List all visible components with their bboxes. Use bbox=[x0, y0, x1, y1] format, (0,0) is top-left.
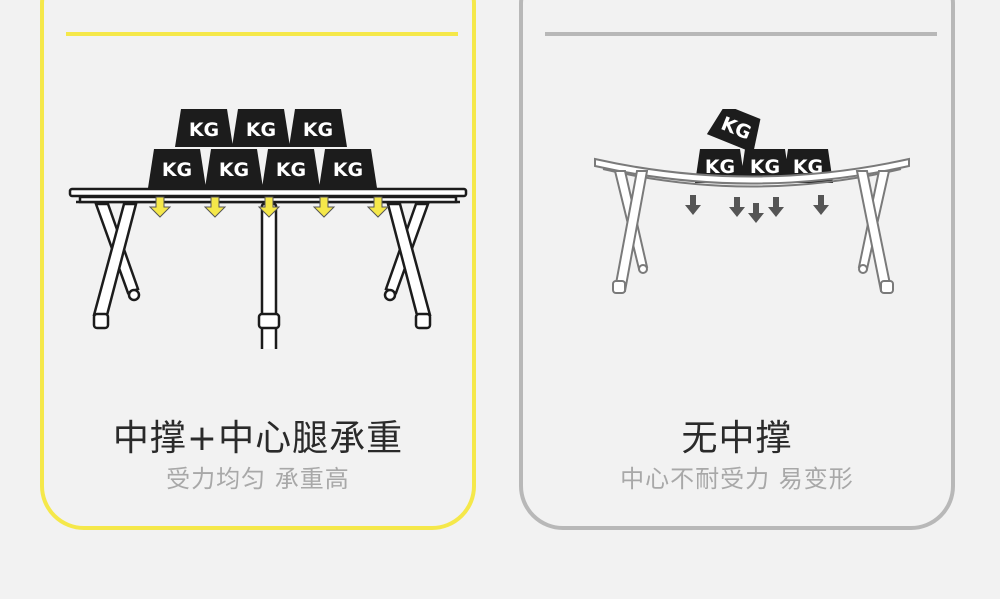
table-with-center-leg-illustration: KG KG KG KG KG KG KG bbox=[68, 109, 468, 349]
card-subtitle: 受力均匀 承重高 bbox=[166, 465, 350, 493]
svg-text:KG: KG bbox=[162, 159, 192, 181]
table-without-center-leg-illustration: KG KG KG KG bbox=[594, 109, 910, 294]
table-leg-right bbox=[383, 202, 432, 330]
svg-text:KG: KG bbox=[750, 156, 780, 178]
weight-block-icon: KG bbox=[175, 109, 233, 147]
table-leg-left bbox=[612, 170, 649, 294]
weight-block-icon: KG bbox=[205, 149, 263, 188]
svg-text:KG: KG bbox=[246, 119, 276, 141]
comparison-card-with-center-support: KG KG KG KG KG KG KG bbox=[40, 0, 476, 530]
card-title: 无中撑 bbox=[681, 418, 793, 459]
table-leg-left bbox=[92, 202, 141, 330]
svg-text:KG: KG bbox=[303, 119, 333, 141]
weight-block-icon: KG bbox=[262, 149, 320, 188]
weight-block-icon: KG bbox=[289, 109, 347, 147]
weight-block-icon: KG bbox=[232, 109, 290, 147]
weight-block-icon: KG bbox=[148, 149, 206, 188]
down-arrow-icon bbox=[366, 196, 390, 218]
weight-block-icon: KG bbox=[706, 109, 761, 153]
card-title: 中撑+中心腿承重 bbox=[112, 418, 404, 459]
table-leg-center bbox=[257, 202, 281, 349]
svg-text:KG: KG bbox=[189, 119, 219, 141]
down-arrow-icon bbox=[768, 197, 784, 217]
down-arrow-icon bbox=[312, 196, 336, 218]
svg-text:KG: KG bbox=[793, 156, 823, 178]
svg-text:KG: KG bbox=[219, 159, 249, 181]
down-arrow-icon bbox=[203, 196, 227, 218]
down-arrow-icon bbox=[257, 196, 281, 218]
down-arrow-icon bbox=[813, 195, 829, 215]
card-accent-line bbox=[66, 32, 458, 36]
comparison-card-without-center-support: KG KG KG KG bbox=[519, 0, 955, 530]
weight-block-icon: KG bbox=[740, 149, 790, 183]
svg-text:KG: KG bbox=[705, 156, 735, 178]
card-accent-line bbox=[545, 32, 937, 36]
weight-block-icon: KG bbox=[319, 149, 377, 188]
down-arrow-icon bbox=[685, 195, 701, 215]
down-arrow-icon bbox=[729, 197, 745, 217]
svg-text:KG: KG bbox=[333, 159, 363, 181]
card-subtitle: 中心不耐受力 易变形 bbox=[620, 465, 854, 493]
down-arrow-icon bbox=[748, 203, 764, 223]
svg-text:KG: KG bbox=[276, 159, 306, 181]
down-arrow-icon bbox=[148, 196, 172, 218]
table-leg-right bbox=[855, 170, 894, 294]
